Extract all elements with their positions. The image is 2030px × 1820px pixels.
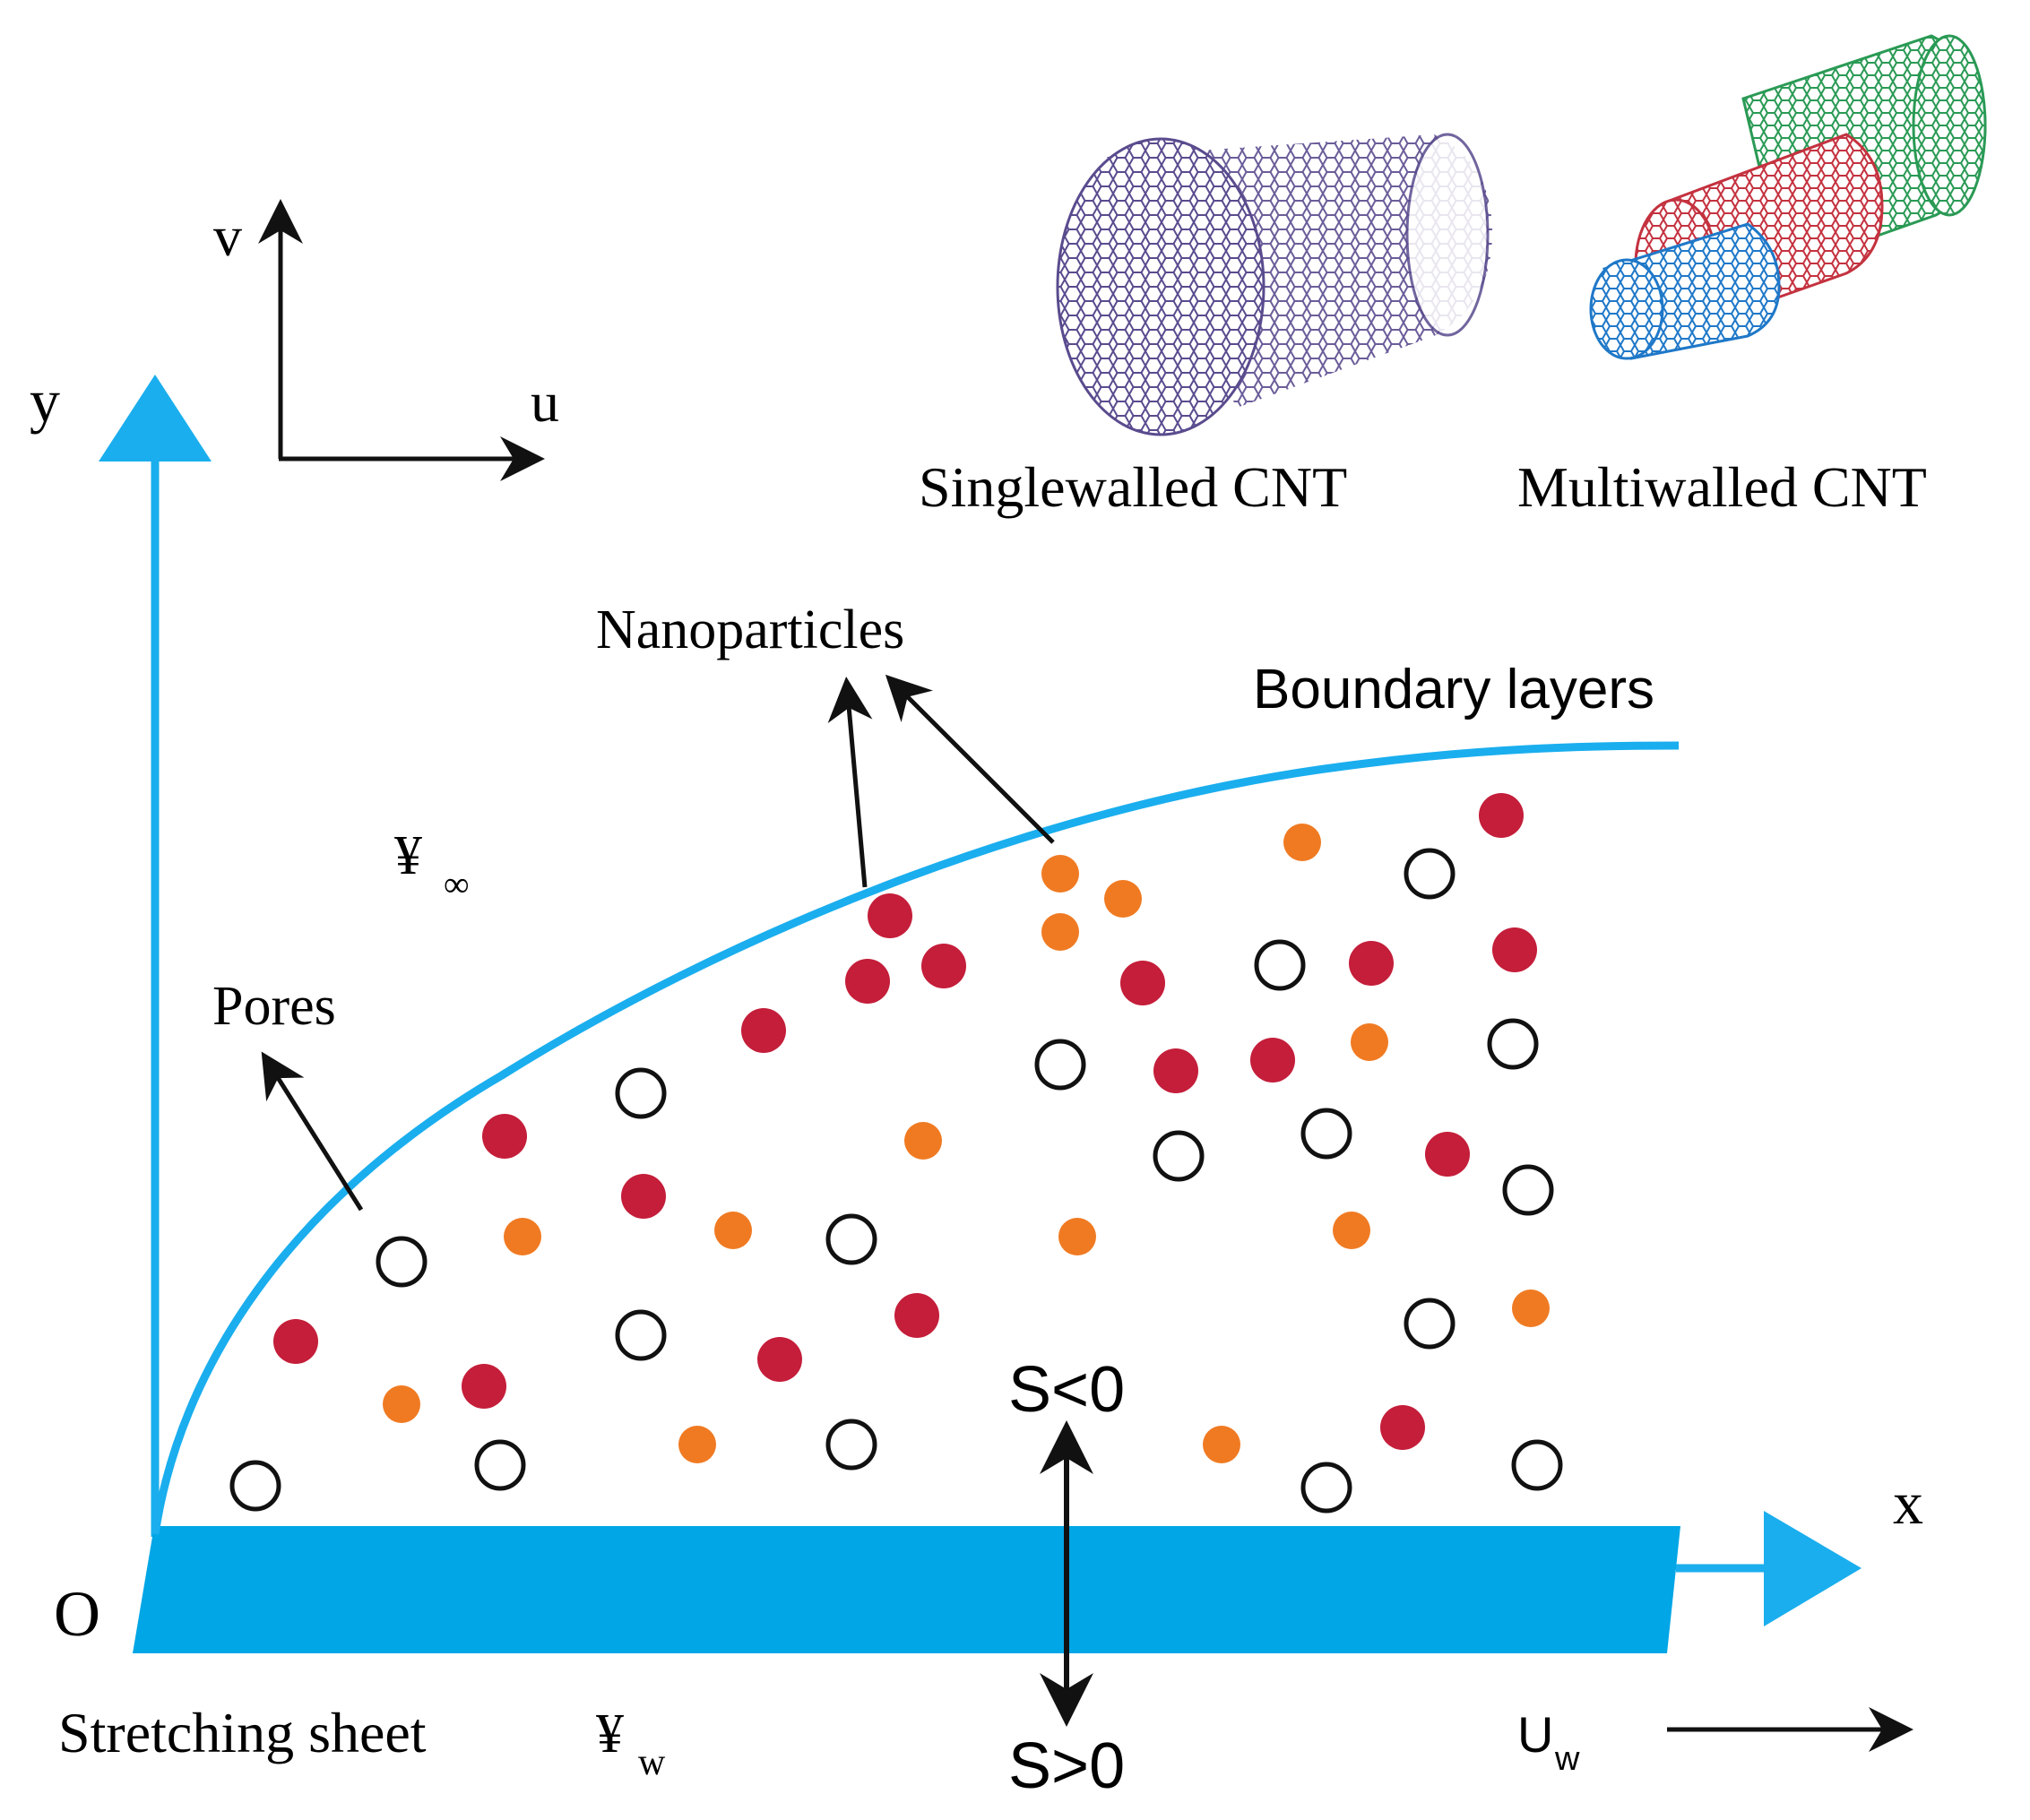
singlewalled-cnt-image xyxy=(1056,133,1492,436)
psi-wall: ¥ w xyxy=(596,1704,666,1783)
pore xyxy=(1300,1462,1352,1514)
pore xyxy=(1254,939,1306,991)
multiwalled-cnt-image xyxy=(1589,34,1987,360)
red-nanoparticle xyxy=(894,1293,939,1338)
red-nanoparticle xyxy=(1425,1132,1470,1177)
orange-nanoparticle xyxy=(1512,1290,1550,1327)
orange-nanoparticle xyxy=(1041,855,1079,893)
orange-nanoparticle xyxy=(1333,1212,1370,1249)
red-nanoparticles xyxy=(273,793,1537,1450)
red-nanoparticle xyxy=(482,1114,527,1159)
wall-velocity-subscript: w xyxy=(1554,1740,1580,1778)
pore xyxy=(1511,1439,1563,1491)
origin-label: O xyxy=(54,1578,100,1650)
x-axis-arrowhead xyxy=(1764,1511,1862,1626)
red-nanoparticle xyxy=(921,944,966,988)
orange-nanoparticle xyxy=(904,1122,942,1160)
singlewalled-cnt-label: Singlewalled CNT xyxy=(919,455,1347,519)
orange-nanoparticle xyxy=(678,1426,716,1463)
psi-infinity-symbol: ¥ xyxy=(394,825,422,886)
orange-nanoparticle xyxy=(1203,1426,1240,1463)
nanoparticle-arrow-right xyxy=(885,674,1055,844)
orange-nanoparticle xyxy=(1351,1023,1388,1061)
nanoparticles-label: Nanoparticles xyxy=(596,599,904,660)
suction-injection-indicator: S<0 S>0 xyxy=(1008,1354,1125,1802)
orange-nanoparticle xyxy=(383,1385,420,1423)
boundary-layers-label: Boundary layers xyxy=(1253,659,1654,720)
u-label: u xyxy=(531,370,559,434)
psi-infinity-subscript: ∞ xyxy=(444,864,470,904)
pore xyxy=(474,1439,526,1491)
orange-nanoparticle xyxy=(1104,880,1142,918)
y-axis-arrowhead xyxy=(99,375,212,461)
pores xyxy=(229,848,1563,1514)
x-label: x xyxy=(1893,1469,1923,1537)
orange-nanoparticle xyxy=(714,1212,752,1249)
red-nanoparticle xyxy=(273,1319,318,1364)
red-nanoparticle xyxy=(1349,941,1394,986)
orange-nanoparticle xyxy=(504,1218,541,1255)
multiwalled-cnt-label: Multiwalled CNT xyxy=(1517,455,1927,519)
psi-infinity: ¥ ∞ xyxy=(394,825,470,904)
psi-wall-symbol: ¥ xyxy=(596,1704,624,1764)
s-positive-label: S>0 xyxy=(1008,1730,1125,1802)
wall-velocity-symbol: U xyxy=(1517,1706,1553,1763)
pore xyxy=(1487,1018,1539,1070)
pore xyxy=(1404,1298,1456,1350)
red-nanoparticle xyxy=(621,1174,666,1219)
sheet-body xyxy=(133,1526,1680,1653)
red-nanoparticle xyxy=(1250,1038,1295,1083)
red-nanoparticle xyxy=(741,1008,786,1053)
pore xyxy=(825,1419,877,1471)
pore xyxy=(615,1067,667,1119)
stretching-sheet-label: Stretching sheet xyxy=(58,1701,427,1764)
pore xyxy=(1404,848,1456,900)
red-nanoparticle xyxy=(1479,793,1524,838)
red-nanoparticle xyxy=(1380,1405,1425,1450)
y-label: y xyxy=(30,367,60,435)
y-axis: y xyxy=(30,367,212,1537)
orange-nanoparticle xyxy=(1283,824,1321,861)
wall-velocity: U w xyxy=(1517,1706,1913,1778)
orange-nanoparticle xyxy=(1058,1218,1096,1255)
red-nanoparticle xyxy=(1153,1048,1198,1093)
velocity-axes: v u xyxy=(213,199,559,481)
pore xyxy=(1153,1130,1205,1182)
red-nanoparticle xyxy=(462,1364,506,1409)
s-negative-label: S<0 xyxy=(1008,1354,1125,1426)
pores-label: Pores xyxy=(212,976,336,1037)
red-nanoparticle xyxy=(757,1337,802,1382)
pore xyxy=(1034,1039,1086,1091)
red-nanoparticle xyxy=(1492,927,1537,972)
pores-arrow xyxy=(261,1051,364,1212)
red-nanoparticle xyxy=(1120,961,1165,1005)
red-nanoparticle xyxy=(868,893,912,938)
orange-nanoparticle xyxy=(1041,913,1079,951)
boundary-layer-curve xyxy=(151,741,1680,1535)
pore xyxy=(615,1309,667,1361)
pore xyxy=(376,1236,428,1288)
v-label: v xyxy=(213,204,242,268)
nanoparticle-arrow-left xyxy=(827,677,873,888)
pore xyxy=(1502,1164,1554,1216)
stretching-sheet: x O xyxy=(54,1469,1923,1653)
orange-nanoparticles xyxy=(383,824,1550,1463)
pore xyxy=(1300,1108,1352,1160)
red-nanoparticle xyxy=(845,959,890,1004)
pore xyxy=(229,1460,281,1512)
pore xyxy=(825,1213,877,1265)
psi-wall-subscript: w xyxy=(638,1742,666,1783)
